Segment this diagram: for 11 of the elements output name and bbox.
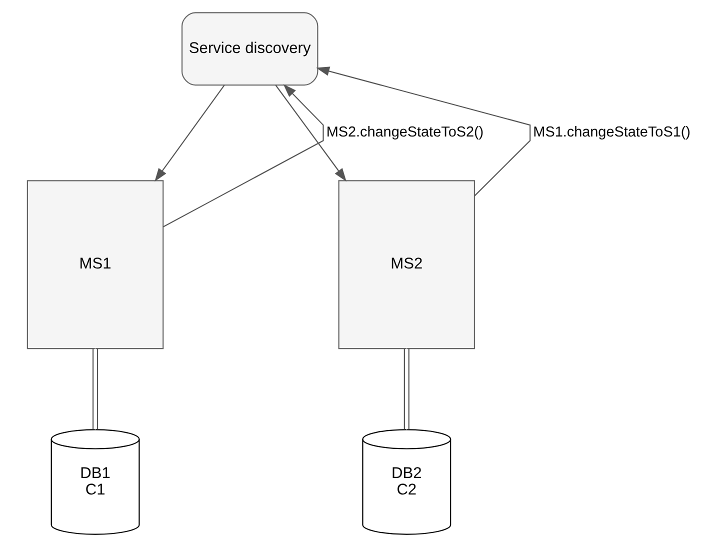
connector <box>403 348 409 430</box>
node-box: Service discovery <box>180 12 318 86</box>
arrow <box>316 66 530 196</box>
arrow <box>274 84 346 182</box>
node-box: MS2 <box>338 180 475 350</box>
arrow <box>154 84 224 182</box>
arrow <box>162 84 324 228</box>
connector <box>92 348 98 430</box>
edge-label: MS1.changeStateToS1() <box>532 124 690 141</box>
node-box: MS1 <box>26 180 164 350</box>
edge-label: MS2.changeStateToS2() <box>326 124 484 141</box>
